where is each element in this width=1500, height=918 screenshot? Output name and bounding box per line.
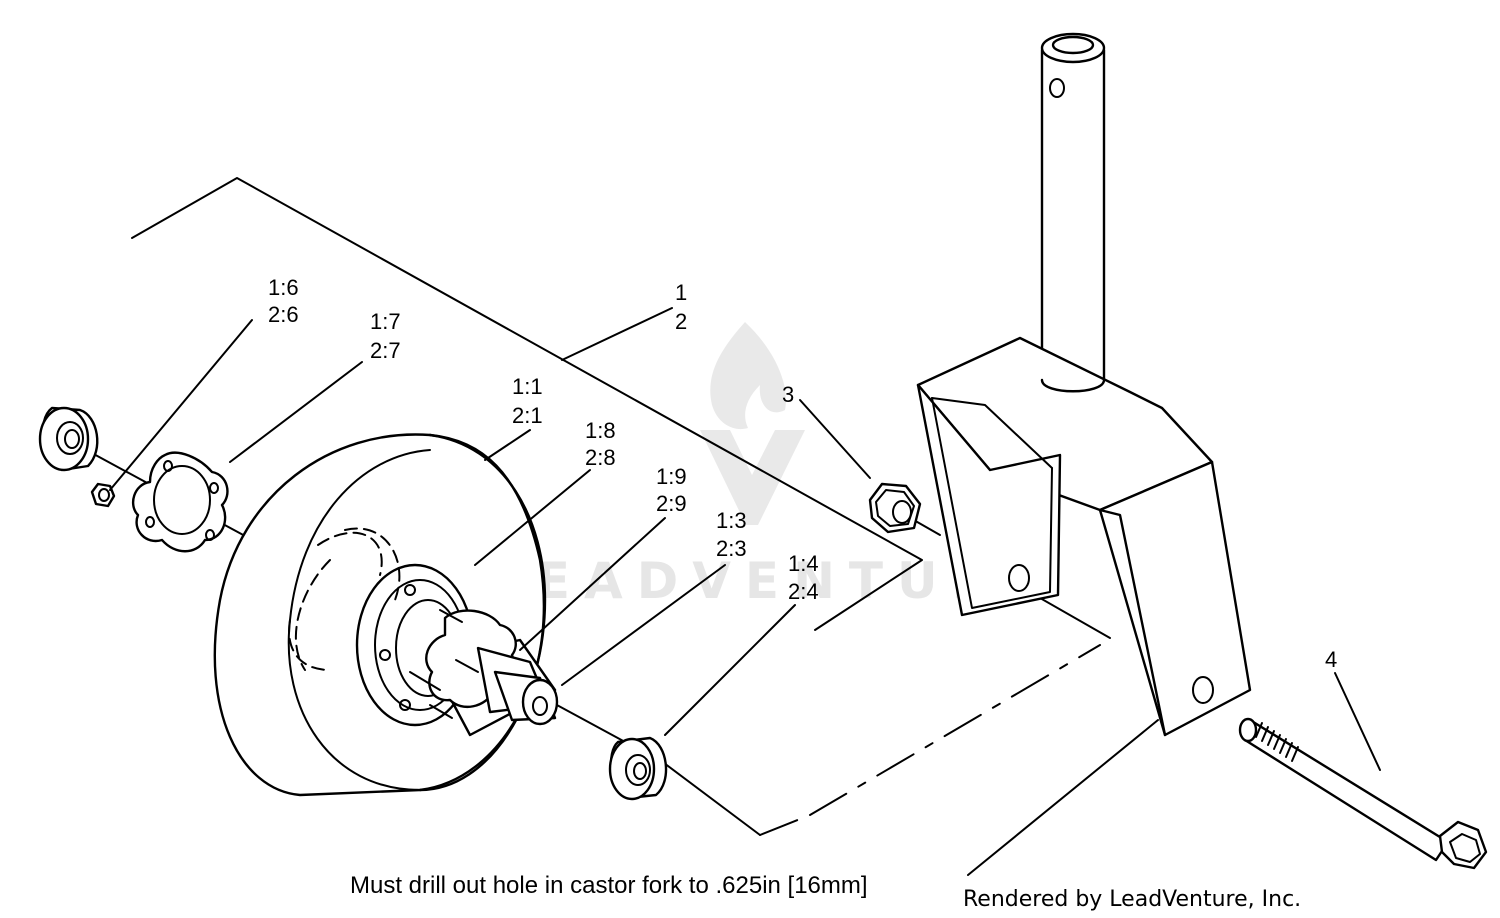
callout-1-7-line2: 2:7: [370, 338, 401, 363]
watermark: LEADVENTURE: [490, 322, 1052, 610]
callout-1-4-line2: 2:4: [788, 579, 819, 604]
callout-1-3-line1: 1:3: [716, 508, 747, 533]
callout-1-9-line2: 2:9: [656, 491, 687, 516]
hub-plate-part-1-7: [131, 451, 229, 553]
callout-1-7-line1: 1:7: [370, 309, 401, 334]
callout-1-8-line2: 2:8: [585, 445, 616, 470]
bolt-part-4: [1238, 717, 1488, 870]
castor-fork: [916, 32, 1252, 737]
leader-lines: [109, 307, 1381, 876]
wheel-tire-part-1-1: [213, 433, 547, 797]
group-bracket: [131, 177, 923, 631]
callout-1-9-line1: 1:9: [656, 464, 687, 489]
callout-1-8-line1: 1:8: [585, 418, 616, 443]
callouts: 1 2 1:6 2:6 1:7 2:7 1:1 2:1 1:8 2:8 1:9 …: [268, 275, 1337, 672]
small-nut-part-1-6: [90, 482, 116, 508]
axle-tube-part-1-3: [493, 670, 559, 726]
callout-3: 3: [782, 382, 794, 407]
callout-1-2-line2: 2: [675, 309, 687, 334]
bearing-left: [38, 406, 99, 472]
callout-1-3-line2: 2:3: [716, 536, 747, 561]
watermark-logo-icon: [700, 322, 805, 525]
callout-1-2-line1: 1: [675, 280, 687, 305]
fork-stem: [1040, 48, 1106, 407]
callout-1-1-line1: 1:1: [512, 374, 543, 399]
callout-1-6-line1: 1:6: [268, 275, 299, 300]
hex-nut-part-3: [868, 482, 922, 534]
drill-note: Must drill out hole in castor fork to .6…: [350, 872, 868, 899]
callout-1-6-line2: 2:6: [268, 302, 299, 327]
bearing-right-part-1-4: [608, 736, 668, 801]
watermark-text: LEADVENTURE: [490, 552, 1052, 610]
rendered-by-credit: Rendered by LeadVenture, Inc.: [963, 887, 1301, 912]
callout-1-4-line1: 1:4: [788, 551, 819, 576]
callout-1-1-line2: 2:1: [512, 403, 543, 428]
callout-4: 4: [1325, 647, 1337, 672]
